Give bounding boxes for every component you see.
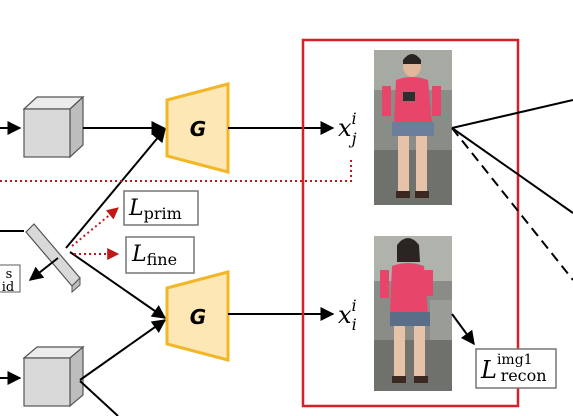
cube-bottom-to-generator-arrow [79, 319, 167, 381]
bar-to-generator-bottom-arrow [69, 251, 167, 319]
exit-arrow-lower [451, 127, 573, 214]
cube-bottom-exit-line [79, 380, 119, 416]
generator-top-label: G [190, 117, 206, 141]
cut-off-label-line2: id [2, 280, 14, 295]
bar-to-id-arrow [28, 257, 59, 281]
loss-fine-subscript: fine [147, 250, 177, 269]
exit-arrow-upper [451, 99, 573, 129]
feature-vector-bar [25, 223, 81, 294]
generator-top: G [165, 82, 230, 174]
loss-prim-subscript: prim [144, 204, 182, 223]
generated-person-image-top [374, 50, 452, 205]
loss-box-prim: Lprim [123, 190, 199, 226]
generated-person-image-bottom [374, 236, 452, 391]
svg-text:Lfine: Lfine [131, 242, 177, 269]
cut-off-label-box: s id [0, 264, 21, 295]
generated-images-frame [301, 38, 520, 408]
loss-box-fine: Lfine [125, 236, 195, 274]
loss-recon-subscript: recon [501, 366, 547, 385]
image-to-recon-loss-arrow [451, 313, 475, 346]
encoder-cube-top [22, 95, 85, 159]
generator-bottom-label: G [190, 305, 206, 329]
loss-prim-base: L [128, 196, 144, 221]
cut-off-label-line1: s [6, 267, 13, 282]
svg-text:Lprim: Lprim [128, 196, 182, 223]
bar-to-generator-top-arrow [65, 127, 166, 249]
generator-bottom: G [165, 270, 230, 362]
exit-arrow-dashed [451, 127, 573, 281]
encoder-cube-bottom [22, 345, 85, 408]
loss-recon-superscript: img1 [497, 352, 533, 368]
loss-fine-base: L [131, 242, 147, 267]
red-dotted-feedback-line [0, 160, 352, 182]
loss-recon-base: L [480, 356, 497, 384]
